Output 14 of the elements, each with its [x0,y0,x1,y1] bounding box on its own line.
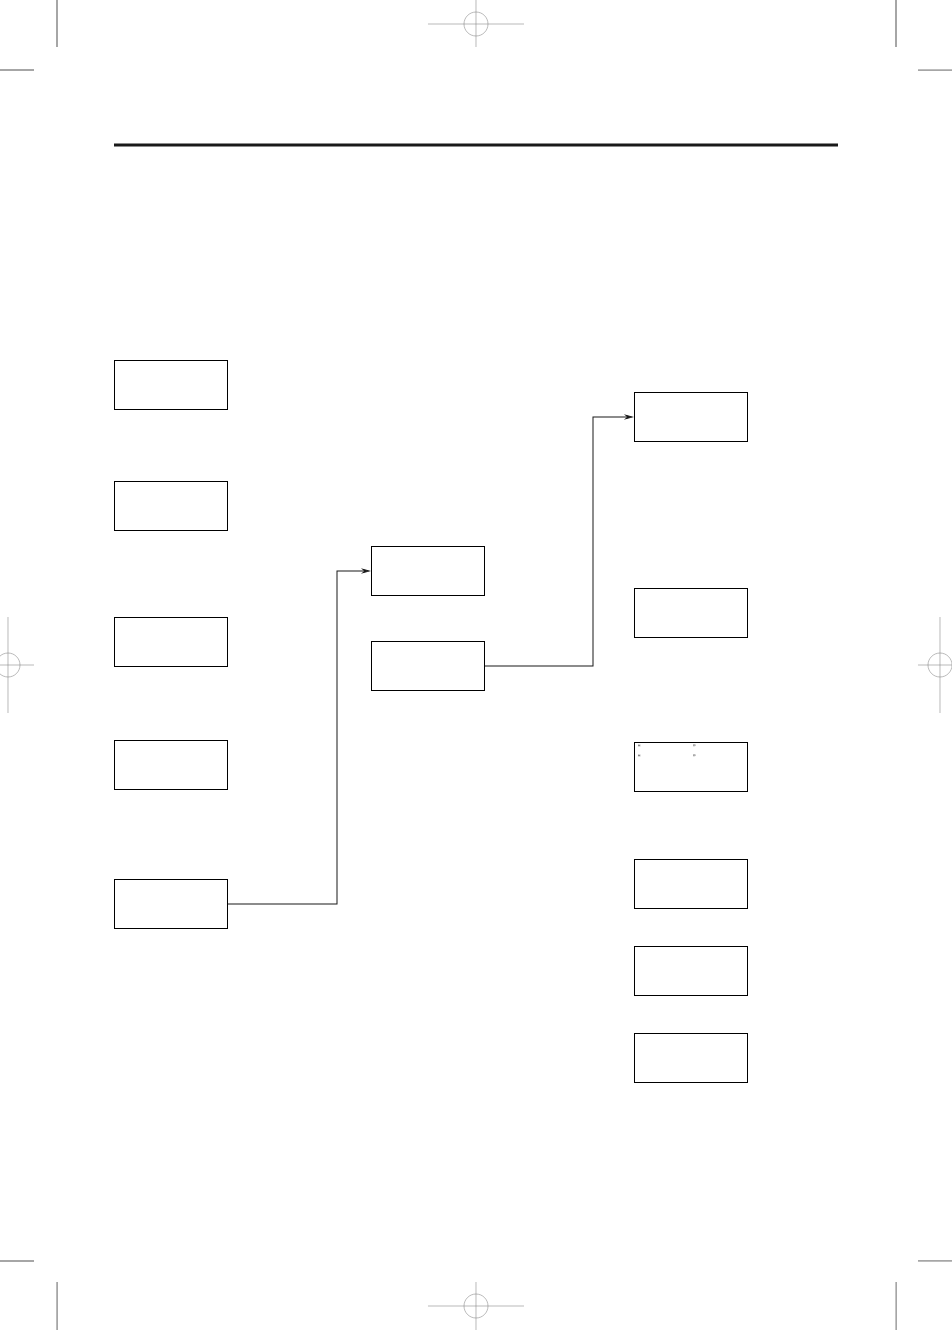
display-box [634,946,748,996]
display-box [634,859,748,909]
display-box [634,588,748,638]
display-box [634,392,748,442]
display-box [114,360,228,410]
display-box [114,481,228,531]
display-box [114,617,228,667]
connector-arrow [227,568,370,905]
connector-arrow [484,414,633,667]
display-box [371,546,485,596]
display-box [371,641,485,691]
display-box [634,1033,748,1083]
display-box [114,740,228,790]
display-box [114,879,228,929]
